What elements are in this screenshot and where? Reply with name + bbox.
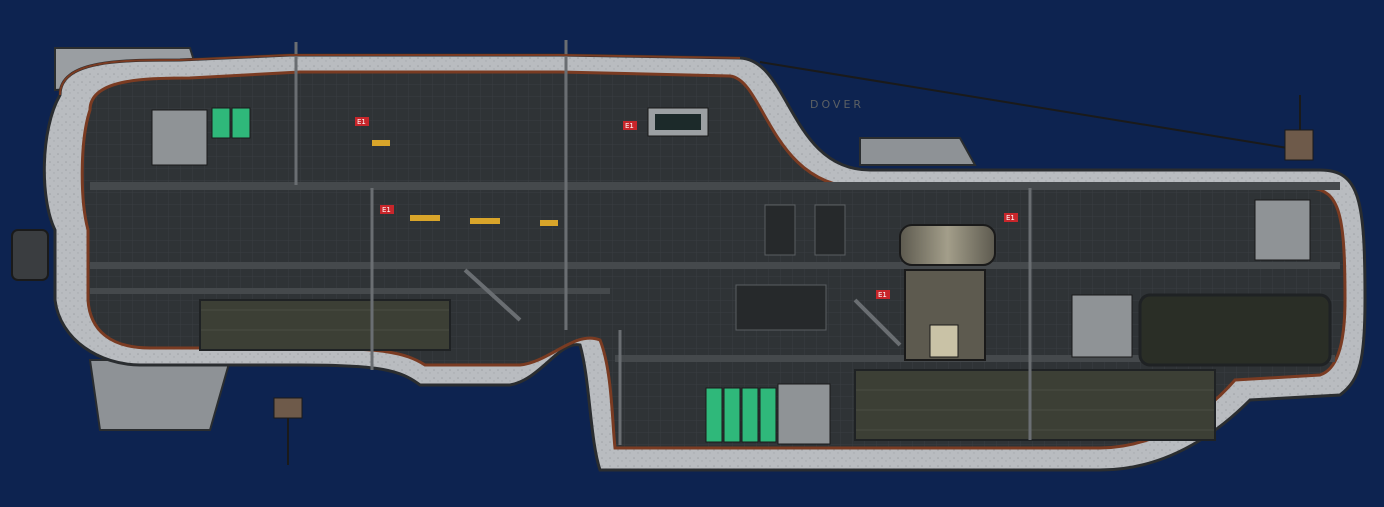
drone-left[interactable] xyxy=(273,397,303,465)
hazard-stripes xyxy=(372,140,558,226)
conning-tower xyxy=(859,137,977,166)
ballast-tank-fwd xyxy=(854,369,1216,441)
green-cabinets-lower xyxy=(705,387,777,443)
tether-cable xyxy=(759,61,1301,151)
reactor xyxy=(899,224,996,361)
stairs-mid xyxy=(853,298,902,347)
ladders xyxy=(294,40,1032,445)
hull-label: DOVER xyxy=(810,98,864,111)
signs: E1 E1 E1 E1 E1 xyxy=(355,117,1018,299)
propeller-hub xyxy=(11,229,49,281)
drone-right[interactable] xyxy=(1284,95,1314,161)
green-cabinets-upper xyxy=(211,107,251,139)
ballast-tank-aft xyxy=(199,299,451,351)
sign-d: E1 xyxy=(878,291,887,299)
engine-bays xyxy=(735,204,846,331)
stairs-aft xyxy=(463,268,522,322)
nav-terminal-screen xyxy=(655,114,701,130)
sign-c: E1 xyxy=(382,206,391,214)
sign-a: E1 xyxy=(357,118,366,126)
sign-e: E1 xyxy=(1006,214,1015,222)
ballast-tank-bow xyxy=(1138,293,1332,367)
rust-trim xyxy=(59,54,741,96)
sign-b: E1 xyxy=(625,122,634,130)
bottom-fin xyxy=(88,359,232,431)
grey-lockers xyxy=(151,109,1311,445)
